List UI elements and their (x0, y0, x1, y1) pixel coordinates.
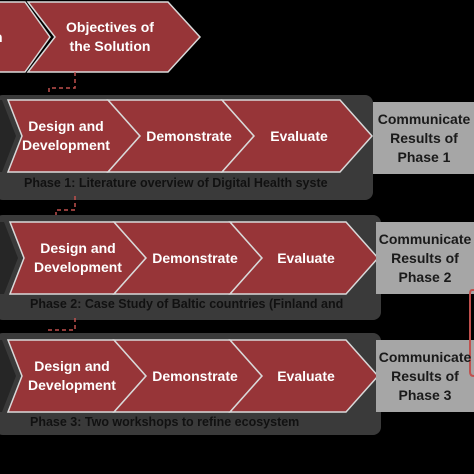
phase1-evaluate-label: Evaluate (270, 127, 328, 144)
phase3-communicate-label: Communicate Results of Phase 3 (378, 348, 472, 403)
phase3-start-chevron (0, 340, 16, 412)
phase3-description: Phase 3: Two workshops to refine ecosyst… (30, 415, 300, 429)
phase1-communicate-box (373, 102, 474, 174)
phase3-design-label: Design and Development (28, 358, 116, 393)
phase1-start-chevron (0, 100, 16, 172)
phase1-description: Phase 1: Literature overview of Digital … (24, 176, 328, 190)
phase2-communicate-box (376, 222, 474, 294)
phase1-design-label: Design and Development (22, 118, 110, 153)
phase1-communicate-label: Communicate Results of Phase 1 (377, 110, 471, 165)
phase3-evaluate-label: Evaluate (277, 367, 335, 384)
objectives-chevron (26, 1, 202, 73)
right-bracket (469, 289, 474, 377)
previous-step-chevron (0, 1, 51, 73)
objectives-label: Objectives of the Solution (66, 19, 154, 54)
phase1-demonstrate-label: Demonstrate (146, 127, 232, 144)
previous-step-label: n (0, 2, 14, 72)
phase2-start-chevron (0, 222, 18, 294)
phase1-evaluate-chevron (220, 99, 374, 173)
phase3-demonstrate-label: Demonstrate (152, 367, 238, 384)
connector-top-to-phase1 (48, 72, 76, 100)
phase2-description: Phase 2: Case Study of Baltic countries … (30, 297, 344, 311)
phase2-demonstrate-label: Demonstrate (152, 249, 238, 266)
phase2-evaluate-chevron (228, 221, 380, 295)
phase3-evaluate-chevron (228, 339, 380, 413)
phase2-design-label: Design and Development (34, 240, 122, 275)
phase3-communicate-box (376, 340, 474, 412)
phase2-communicate-label: Communicate Results of Phase 2 (378, 230, 472, 285)
phase2-evaluate-label: Evaluate (277, 249, 335, 266)
